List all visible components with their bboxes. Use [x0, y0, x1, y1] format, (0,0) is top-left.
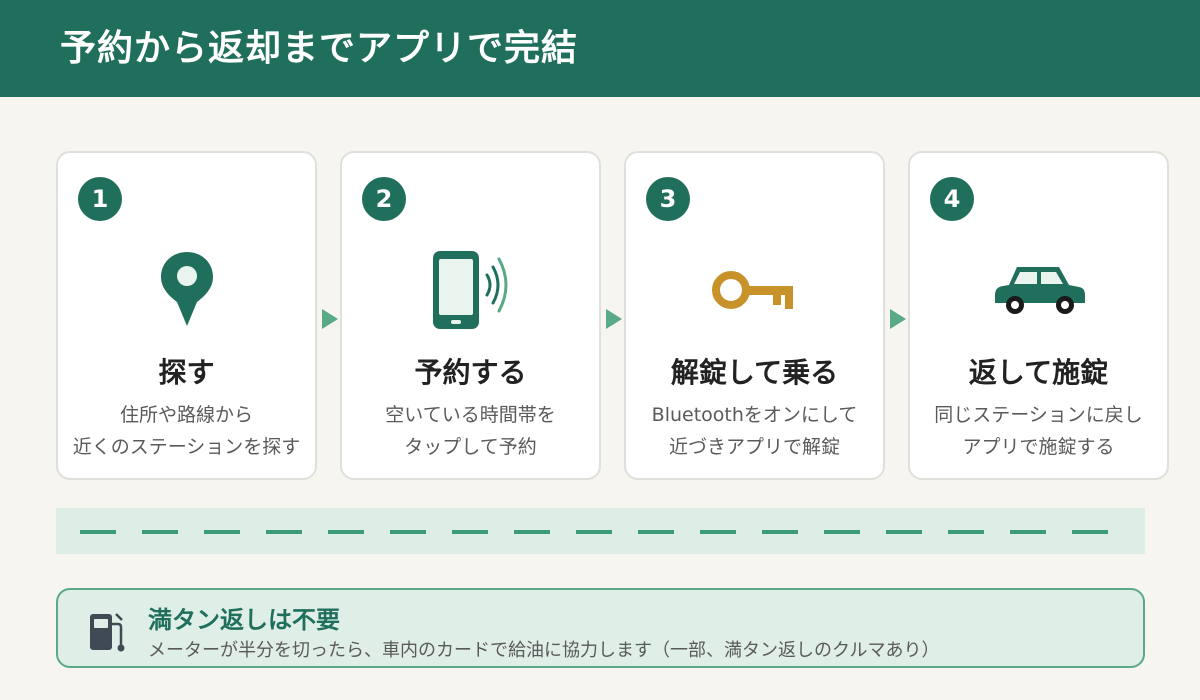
step-title: 予約する: [414, 356, 527, 389]
road-dash: [948, 530, 984, 534]
step-desc-line: アプリで施錠する: [962, 436, 1115, 458]
fuel-pump-icon: [88, 610, 128, 654]
page-title: 予約から返却までアプリで完結: [60, 28, 579, 69]
step-desc-line: 近づきアプリで解錠: [668, 436, 840, 458]
road-dash: [886, 530, 922, 534]
step-desc-line: 住所や路線から: [119, 404, 253, 426]
road-dash: [576, 530, 612, 534]
step-description: 同じステーションに戻し アプリで施錠する: [910, 399, 1167, 463]
smartphone-icon: [421, 245, 521, 335]
road-dash: [452, 530, 488, 534]
car-icon: [989, 245, 1089, 335]
road-dash: [1010, 530, 1046, 534]
step-description: Bluetoothをオンにして 近づきアプリで解錠: [626, 399, 883, 463]
step-arrow-icon: [606, 309, 622, 329]
header-bar: 予約から返却までアプリで完結: [0, 0, 1200, 97]
step-arrow-icon: [890, 309, 906, 329]
step-desc-line: 同じステーションに戻し: [934, 404, 1143, 426]
map-pin-icon: [137, 245, 237, 335]
road-dash: [204, 530, 240, 534]
road-dash: [328, 530, 364, 534]
step-number-badge: 1: [78, 177, 122, 221]
notice-text: メーターが半分を切ったら、車内のカードで給油に協力します（一部、満タン返しのクル…: [148, 640, 940, 661]
step-number-badge: 3: [646, 177, 690, 221]
step-number-badge: 4: [930, 177, 974, 221]
step-card-unlock: 3 解錠して乗る Bluetoothをオンにして 近づきアプリで解錠: [624, 151, 885, 480]
notice-title: 満タン返しは不要: [148, 606, 340, 634]
road-dash: [266, 530, 302, 534]
step-description: 空いている時間帯を タップして予約: [342, 399, 599, 463]
step-desc-line: 空いている時間帯を: [385, 404, 556, 426]
step-description: 住所や路線から 近くのステーションを探す: [58, 399, 315, 463]
step-card-return: 4 返して施錠 同じステーションに戻し アプリで施錠する: [908, 151, 1169, 480]
road-dash: [1072, 530, 1108, 534]
step-arrow-icon: [322, 309, 338, 329]
key-icon: [705, 245, 805, 335]
notice-box: 満タン返しは不要 メーターが半分を切ったら、車内のカードで給油に協力します（一部…: [56, 588, 1145, 668]
step-desc-line: 近くのステーションを探す: [72, 436, 301, 458]
step-card-reserve: 2 予約する 空いている時間帯を タップして予約: [340, 151, 601, 480]
step-number-badge: 2: [362, 177, 406, 221]
step-title: 探す: [158, 356, 215, 389]
road-dash: [638, 530, 674, 534]
step-desc-line: Bluetoothをオンにして: [651, 404, 858, 426]
road-dash: [700, 530, 736, 534]
road-dash: [80, 530, 116, 534]
road-dash: [514, 530, 550, 534]
road-dash: [142, 530, 178, 534]
road-divider: [56, 508, 1145, 554]
step-title: 解錠して乗る: [670, 356, 839, 389]
road-dash: [390, 530, 426, 534]
step-desc-line: タップして予約: [404, 436, 537, 458]
step-card-search: 1 探す 住所や路線から 近くのステーションを探す: [56, 151, 317, 480]
road-dash: [762, 530, 798, 534]
road-dash: [824, 530, 860, 534]
step-title: 返して施錠: [968, 356, 1109, 389]
